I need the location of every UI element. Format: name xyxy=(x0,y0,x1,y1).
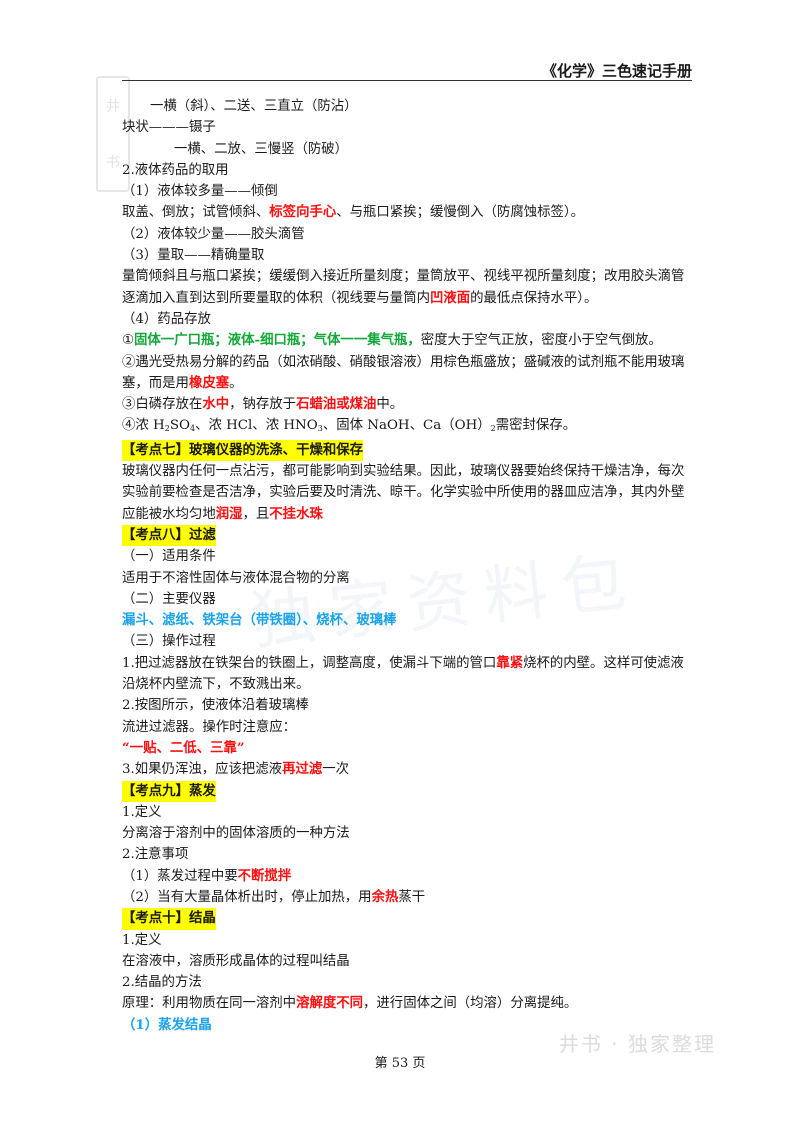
seal-watermark: 井 书 xyxy=(96,76,130,192)
key-term: 靠紧 xyxy=(496,654,524,671)
page-header-title: 《化学》三色速记手册 xyxy=(541,62,692,80)
text-line: （3）量取——精确量取 xyxy=(122,248,265,264)
section-heading: 【考点七】玻璃仪器的洗涤、干燥和保存 xyxy=(122,439,364,462)
text-line: 2.液体药品的取用 xyxy=(122,162,229,178)
text-line: （2）液体较少量——胶头滴管 xyxy=(122,226,305,242)
text-line: （三）操作过程 xyxy=(122,634,216,650)
key-term: 再过滤 xyxy=(282,761,323,778)
text-line: 一横、二放、三慢竖（防破） xyxy=(174,141,349,157)
document-body: 一横（斜）、二送、三直立（防沾） 块状———镊子 一横、二放、三慢竖（防破） 2… xyxy=(122,96,694,1036)
text-line: 分离溶于溶剂中的固体溶质的一种方法 xyxy=(122,826,350,842)
subheading: （1）蒸发结晶 xyxy=(122,1016,212,1033)
text-line: ①固体一广口瓶；液体-细口瓶；气体一一集气瓶，密度大于空气正放，密度小于空气倒放… xyxy=(122,332,662,349)
section-heading: 【考点十】结晶 xyxy=(122,908,216,930)
text-paragraph: ②遇光受热易分解的药品（如浓硝酸、硝酸银溶液）用棕色瓶盛放；盛碱液的试剂瓶不能用… xyxy=(122,354,685,391)
header-divider xyxy=(122,80,692,81)
text-line: （4）药品存放 xyxy=(122,311,211,327)
key-term: 石蜡油或煤油 xyxy=(296,396,377,413)
text-line: 适用于不溶性固体与液体混合物的分离 xyxy=(122,570,350,586)
text-line: （1）蒸发过程中要不断搅拌 xyxy=(122,867,292,884)
key-term: 不挂水珠 xyxy=(269,505,323,522)
text-line: （1）液体较多量——倾倒 xyxy=(122,184,278,200)
key-term: 凹液面 xyxy=(429,289,471,306)
text-paragraph: 玻璃仪器内任何一点沾污，都可能影响到实验结果。因此，玻璃仪器要始终保持干燥洁净，… xyxy=(122,464,685,522)
section-heading: 【考点八】过滤 xyxy=(122,524,216,547)
key-term: 溶解度不同 xyxy=(296,995,364,1012)
seal-char-bottom: 书 xyxy=(106,155,120,171)
key-term: 水中 xyxy=(202,396,230,413)
section-heading: 【考点九】蒸发 xyxy=(122,780,216,802)
text-line: 一横（斜）、二送、三直立（防沾） xyxy=(150,99,358,114)
key-term: 余热 xyxy=(371,888,399,905)
seal-char-top: 井 xyxy=(106,99,120,115)
page-number: 第 53 页 xyxy=(374,1056,426,1071)
text-line: 块状———镊子 xyxy=(122,120,216,136)
text-line: ③白磷存放在水中，钠存放于石蜡油或煤油中。 xyxy=(122,396,404,413)
text-line: 1.定义 xyxy=(122,932,162,948)
key-term: 标签向手心 xyxy=(269,204,337,221)
text-paragraph: 1.把过滤器放在铁架台的铁圈上，调整高度，使漏斗下端的管口靠紧烧杯的内壁。这样可… xyxy=(122,654,684,693)
key-term: 固体一广口瓶；液体-细口瓶；气体一一集气瓶， xyxy=(134,332,421,349)
text-line: （一）适用条件 xyxy=(122,549,216,565)
bottom-watermark: 井书 · 独家整理 xyxy=(558,1032,716,1056)
key-term: “一贴、二低、三靠” xyxy=(122,739,245,756)
text-paragraph: 量筒倾斜且与瓶口紧挨；缓缓倒入接近所量刻度；量筒放平、视线平视所量刻度；改用胶头… xyxy=(122,269,685,306)
text-line: 取盖、倒放；试管倾斜、标签向手心、与瓶口紧挨；缓慢倒入（防腐蚀标签）。 xyxy=(122,204,584,221)
key-term: 不断搅拌 xyxy=(237,867,292,884)
key-term: 橡皮塞 xyxy=(188,374,230,391)
key-term: 润湿 xyxy=(215,505,243,522)
text-line: 原理：利用物质在同一溶剂中溶解度不同，进行固体之间（均溶）分离提纯。 xyxy=(122,995,578,1012)
text-line: 3.如果仍浑浊，应该把滤液再过滤一次 xyxy=(122,761,350,778)
text-line: （二）主要仪器 xyxy=(122,591,216,607)
text-line: 2.结晶的方法 xyxy=(122,975,202,991)
text-line: 2.注意事项 xyxy=(122,847,189,863)
text-line: 流进过滤器。操作时注意应： xyxy=(122,719,297,735)
text-line: 2.按图所示，使液体沿着玻璃棒 xyxy=(122,698,309,714)
equipment-list: 漏斗、滤纸、铁架台（带铁圈）、烧杯、玻璃棒 xyxy=(122,612,397,629)
text-line: （2）当有大量晶体析出时，停止加热，用余热蒸干 xyxy=(122,888,426,905)
text-line: ④浓 H2SO4、浓 HCl、浓 HNO3、固体 NaOH、Ca（OH）2需密封… xyxy=(122,418,577,434)
text-line: 在溶液中，溶质形成晶体的过程叫结晶 xyxy=(122,953,350,969)
text-line: 1.定义 xyxy=(122,804,162,820)
